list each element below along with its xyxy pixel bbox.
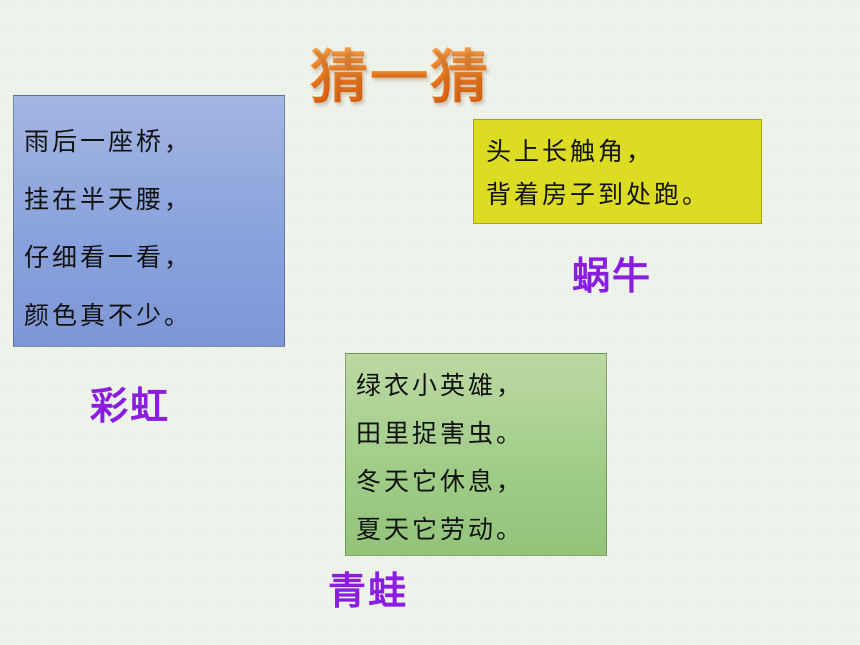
answer-snail: 蜗牛 [572, 253, 653, 298]
riddle-line: 颜色真不少。 [24, 301, 193, 330]
riddle-line: 仔细看一看， [24, 243, 193, 272]
answer-rainbow: 彩虹 [90, 383, 171, 428]
riddle-line: 头上长触角， [486, 137, 655, 166]
riddle-card-frog: 绿衣小英雄， 田里捉害虫。 冬天它休息， 夏天它劳动。 [345, 353, 607, 556]
riddle-line: 冬天它休息， [356, 467, 525, 496]
answer-frog: 青蛙 [328, 568, 409, 613]
riddle-line: 绿衣小英雄， [356, 371, 525, 400]
riddle-line: 背着房子到处跑。 [486, 180, 711, 209]
page-title: 猜一猜 [0, 30, 800, 114]
riddle-line: 雨后一座桥， [24, 127, 193, 156]
riddle-line: 田里捉害虫。 [356, 419, 525, 448]
riddle-card-rainbow: 雨后一座桥， 挂在半天腰， 仔细看一看， 颜色真不少。 [13, 95, 285, 347]
riddle-line: 挂在半天腰， [24, 185, 193, 214]
riddle-line: 夏天它劳动。 [356, 515, 525, 544]
riddle-card-snail: 头上长触角， 背着房子到处跑。 [473, 119, 762, 224]
